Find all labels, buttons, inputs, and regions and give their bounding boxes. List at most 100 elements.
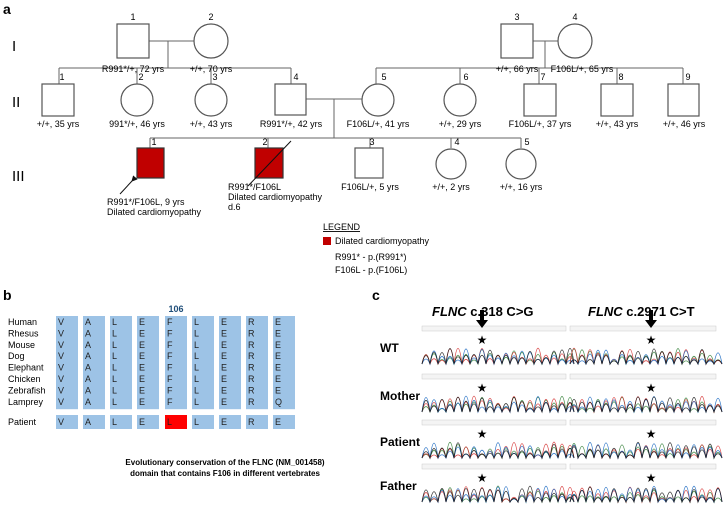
- alignment-column-bg: [273, 316, 295, 410]
- alignment-residue: L: [194, 374, 199, 384]
- sample-label-father: Father: [380, 479, 417, 493]
- alignment-column-bg: [110, 316, 132, 410]
- pedigree-number: 4: [293, 72, 298, 82]
- pedigree-number: 4: [572, 12, 577, 22]
- pedigree-gen1-individual-1: 1 R991*/+, 72 yrs: [102, 12, 165, 74]
- pedigree-lines: [58, 40, 684, 148]
- alignment-column-bg: [246, 316, 268, 410]
- species-label: Rhesus: [8, 328, 39, 338]
- alignment-residue: E: [221, 385, 227, 395]
- patient-cell: [110, 415, 132, 429]
- alignment-residue: E: [275, 340, 281, 350]
- variant-title-2: FLNC c.2971 C>T: [588, 304, 695, 319]
- alignment-residue: E: [221, 363, 227, 373]
- pedigree-label: +/+, 70 yrs: [190, 64, 233, 74]
- pedigree-label: R991*/F106L, 9 yrs: [107, 197, 185, 207]
- patient-cell: [219, 415, 241, 429]
- alignment-residue: E: [139, 340, 145, 350]
- alignment-residue: Q: [275, 397, 282, 407]
- pedigree-number: 4: [454, 137, 459, 147]
- alignment-residue: E: [139, 363, 145, 373]
- pedigree-label: F106L/+, 37 yrs: [509, 119, 572, 129]
- alignment-residue: E: [221, 374, 227, 384]
- alignment-residue: L: [194, 340, 199, 350]
- alignment-column-bg: [83, 316, 105, 410]
- pedigree-number: 8: [618, 72, 623, 82]
- variant-arrow-icon: [480, 310, 484, 320]
- alignment-residue: V: [58, 351, 64, 361]
- patient-residue: E: [139, 417, 145, 427]
- alignment-residue: L: [112, 363, 117, 373]
- patient-residue: E: [221, 417, 227, 427]
- variant-star-icon: ★: [477, 471, 488, 485]
- alignment-residue: R: [248, 351, 255, 361]
- patient-variant-cell: [165, 415, 187, 429]
- alignment-residue: R: [248, 317, 255, 327]
- species-label: Lamprey: [8, 397, 44, 407]
- alignment-residue: A: [85, 351, 91, 361]
- pedigree-number: 6: [463, 72, 468, 82]
- chromatogram-trace: [421, 325, 575, 366]
- patient-cell: [83, 415, 105, 429]
- alignment-residue: F: [167, 317, 173, 327]
- alignment-residue: V: [58, 340, 64, 350]
- pedigree-number: 3: [369, 137, 374, 147]
- pedigree-number: 3: [212, 72, 217, 82]
- variant-star-icon: ★: [646, 381, 657, 395]
- pedigree-gen1-individual-2: 2 +/+, 70 yrs: [190, 12, 233, 74]
- variant-name: c.318 C>G: [467, 304, 534, 319]
- alignment-residue: E: [275, 317, 281, 327]
- alignment-residue: L: [112, 397, 117, 407]
- chromatogram-panel: FLNC c.318 C>G FLNC c.2971 C>T WT★★Mothe…: [380, 304, 723, 504]
- legend-affected-label: Dilated cardiomyopathy: [335, 236, 430, 246]
- sample-label-mother: Mother: [380, 389, 420, 403]
- pedigree-gen2-individual-5: 5 F106L/+, 41 yrs: [347, 72, 410, 129]
- alignment-residue: F: [167, 351, 173, 361]
- panel-label-a: a: [3, 1, 11, 17]
- pedigree-label: +/+, 16 yrs: [500, 182, 543, 192]
- alignment-column-bg: [137, 316, 159, 410]
- species-label: Chicken: [8, 374, 41, 384]
- pedigree-label: F106L/+, 41 yrs: [347, 119, 410, 129]
- alignment-residue: E: [221, 328, 227, 338]
- pedigree-gen3-individual-5: 5 +/+, 16 yrs: [500, 137, 543, 192]
- alignment-caption-line2: domain that contains F106 in different v…: [130, 469, 320, 478]
- pedigree-gen1-individual-3: 3 +/+, 66 yrs: [496, 12, 539, 74]
- alignment-residue: E: [139, 385, 145, 395]
- pedigree-gen3-individual-2: 2 R991*/F106L Dilated cardiomyopathy d.6: [228, 137, 323, 212]
- alignment-residue: L: [194, 317, 199, 327]
- alignment-residue: F: [167, 374, 173, 384]
- pedigree-gen2-individual-9: 9 +/+, 46 yrs: [663, 72, 706, 129]
- pedigree-gen2-individual-7: 7 F106L/+, 37 yrs: [509, 72, 572, 129]
- alignment-residue: A: [85, 317, 91, 327]
- alignment-column-bg: [192, 316, 214, 410]
- patient-residue: L: [194, 417, 199, 427]
- alignment-residue: L: [194, 328, 199, 338]
- alignment-residue: R: [248, 385, 255, 395]
- panel-label-b: b: [3, 287, 12, 303]
- pedigree-label: +/+, 29 yrs: [439, 119, 482, 129]
- alignment-residue: E: [275, 351, 281, 361]
- variant-arrow-icon: [649, 310, 653, 320]
- pedigree-number: 7: [540, 72, 545, 82]
- pedigree-gen2-individual-8: 8 +/+, 43 yrs: [596, 72, 639, 129]
- patient-cell: [246, 415, 268, 429]
- alignment-residue: A: [85, 340, 91, 350]
- alignment-residue: R: [248, 328, 255, 338]
- pedigree-number: 9: [685, 72, 690, 82]
- alignment-residue: A: [85, 374, 91, 384]
- pedigree-number: 3: [514, 12, 519, 22]
- pedigree-number: 2: [208, 12, 213, 22]
- pedigree-label: +/+, 43 yrs: [596, 119, 639, 129]
- alignment-residue: R: [248, 363, 255, 373]
- alignment-residue: F: [167, 328, 173, 338]
- generation-label-I: I: [12, 38, 16, 55]
- patient-cell: [137, 415, 159, 429]
- chromatogram-trace: [421, 463, 575, 504]
- chromatogram-trace: [421, 419, 575, 460]
- pedigree-gen3-individual-1: 1 R991*/F106L, 9 yrs Dilated cardiomyopa…: [107, 137, 202, 217]
- species-label: Human: [8, 317, 37, 327]
- variant-star-icon: ★: [477, 333, 488, 347]
- patient-residue: A: [85, 417, 91, 427]
- legend-note-f106l: F106L - p.(F106L): [335, 265, 407, 275]
